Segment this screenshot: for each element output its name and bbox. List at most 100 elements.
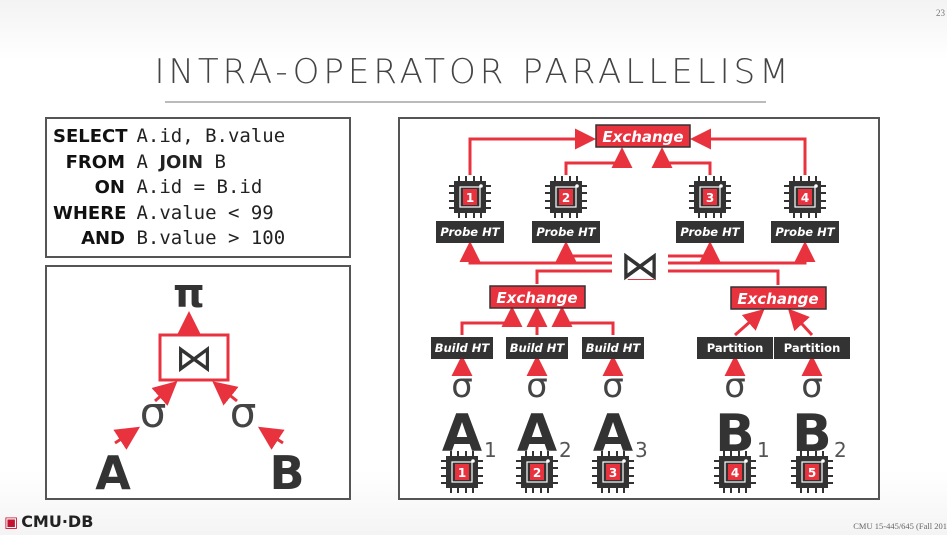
sql-keyword: ON <box>94 177 125 198</box>
arrow-partition2-exchange <box>787 308 814 337</box>
sql-keyword: SELECT <box>53 126 128 147</box>
arrow-build3-exchange <box>551 306 615 335</box>
arrow-probe4-exchange <box>690 128 807 175</box>
exchange-top <box>595 124 691 148</box>
probe-ht-label-3-text: Probe HT <box>680 225 740 239</box>
probe-worker-chip-3: 3 <box>688 175 732 219</box>
page-number: 23 <box>936 8 945 18</box>
join-symbol: ⋈ <box>175 336 213 380</box>
sql-query-box: SELECT A.id, B.value FROM A JOIN B ON A.… <box>45 117 351 258</box>
worker-number: 3 <box>609 466 617 480</box>
worker-number: 5 <box>808 466 816 480</box>
build-ht-label-1 <box>431 337 493 359</box>
left-selection-symbol: σ <box>140 388 167 437</box>
worker-badge <box>728 464 742 480</box>
table-a-partition-1: A <box>442 404 482 464</box>
arrow-probe2-exchange <box>564 147 633 175</box>
join-box <box>158 333 230 382</box>
worker-number: 2 <box>533 466 541 480</box>
arrow-join-probe1 <box>459 241 614 265</box>
arrow-partition1-exchange <box>734 309 765 337</box>
probe-ht-label-4 <box>771 221 839 243</box>
arrow-join-probe3 <box>666 241 721 262</box>
worker-badge <box>530 464 544 480</box>
plan-join-symbol: ⋈ <box>620 243 660 289</box>
sigma-build-3: σ <box>602 366 624 406</box>
sql-line-select: SELECT A.id, B.value <box>53 124 349 150</box>
worker-badge <box>559 189 573 205</box>
sigma-build-1: σ <box>451 366 473 406</box>
probe-ht-label-3 <box>676 221 744 243</box>
arrow-join-probe2 <box>555 241 614 262</box>
sql-text: B <box>203 150 226 173</box>
build-ht-label-3-text: Build HT <box>586 341 642 355</box>
table-a-subscript-1: 1 <box>484 438 497 462</box>
probe-ht-label-1 <box>436 221 504 243</box>
exchange-partition <box>730 286 827 310</box>
table-b-partition-1: B <box>715 404 755 464</box>
table-b-label: B <box>269 446 304 498</box>
probe-ht-label-1-text: Probe HT <box>440 225 500 239</box>
worker-badge <box>805 464 819 480</box>
sql-text: A.id, B.value <box>125 125 286 147</box>
build-ht-label-1-text: Build HT <box>435 341 491 355</box>
table-b-subscript-1: 1 <box>757 438 770 462</box>
worker-number: 1 <box>458 466 466 480</box>
table-a-subscript-2: 2 <box>559 438 572 462</box>
arrow-b-to-sigma <box>257 426 285 450</box>
sql-keyword: WHERE <box>53 202 127 224</box>
worker-badge <box>463 189 477 205</box>
sigma-build-2: σ <box>526 366 548 406</box>
slide-title: INTRA-OPERATOR PARALLELISM <box>154 52 793 92</box>
partition-label-1 <box>697 337 773 359</box>
query-plan-tree: π ⋈ σ σ A B <box>45 265 351 500</box>
arrow-probe1-exchange <box>468 128 596 175</box>
table-b-partition-2: B <box>792 404 832 464</box>
footer-course: CMU 15-445/645 (Fall 201 <box>853 521 947 531</box>
sql-line-from: FROM A JOIN B <box>53 150 349 176</box>
sql-line-where: WHERE A.value < 99 <box>53 201 349 227</box>
sigma-partition-1: σ <box>724 366 746 406</box>
sql-text: A.id = B.id <box>125 176 263 198</box>
arrow-right-sigma-to-join <box>212 381 239 406</box>
sql-text: A <box>125 150 160 173</box>
logo-icon: ▣ <box>4 512 19 531</box>
build-ht-label-3 <box>582 337 644 359</box>
build-worker-chip-2: 2 <box>515 450 559 494</box>
partition-label-1-text: Partition <box>707 341 764 355</box>
query-tree-diagram: π ⋈ σ σ A B <box>95 271 304 500</box>
worker-number: 3 <box>706 191 714 205</box>
table-a-partition-3: A <box>593 404 633 464</box>
table-a-label: A <box>95 446 131 498</box>
sql-keyword: AND <box>81 228 125 249</box>
sql-keyword: JOIN <box>159 151 204 173</box>
table-b-subscript-2: 2 <box>834 438 847 462</box>
sql-line-on: ON A.id = B.id <box>53 175 349 201</box>
arrow-left-sigma-to-join <box>151 381 178 406</box>
exchange-build-label: Exchange <box>496 289 577 307</box>
sql-line-and: AND B.value > 100 <box>53 226 349 252</box>
worker-number: 1 <box>466 191 474 205</box>
build-ht-label-2-text: Build HT <box>510 341 566 355</box>
partition-worker-chip-2: 5 <box>790 450 834 494</box>
partition-worker-chip-1: 4 <box>713 450 757 494</box>
probe-ht-label-2-text: Probe HT <box>536 225 596 239</box>
exchange-build <box>489 285 586 309</box>
arrow-build1-exchange <box>460 306 523 335</box>
sql-text: A.value < 99 <box>125 201 274 224</box>
probe-worker-chip-4: 4 <box>783 175 827 219</box>
probe-worker-chip-1: 1 <box>448 175 492 219</box>
exchange-partition-label: Exchange <box>737 290 818 308</box>
exchange-top-label: Exchange <box>602 128 683 146</box>
partition-label-2-text: Partition <box>784 341 841 355</box>
worker-badge <box>455 464 469 480</box>
sql-keyword: FROM <box>65 151 125 173</box>
arrow-probe3-exchange <box>651 147 712 175</box>
worker-number: 2 <box>562 191 570 205</box>
worker-number: 4 <box>731 466 739 480</box>
partition-label-2 <box>774 337 850 359</box>
probe-worker-chip-2: 2 <box>544 175 588 219</box>
table-a-partition-2: A <box>517 404 557 464</box>
